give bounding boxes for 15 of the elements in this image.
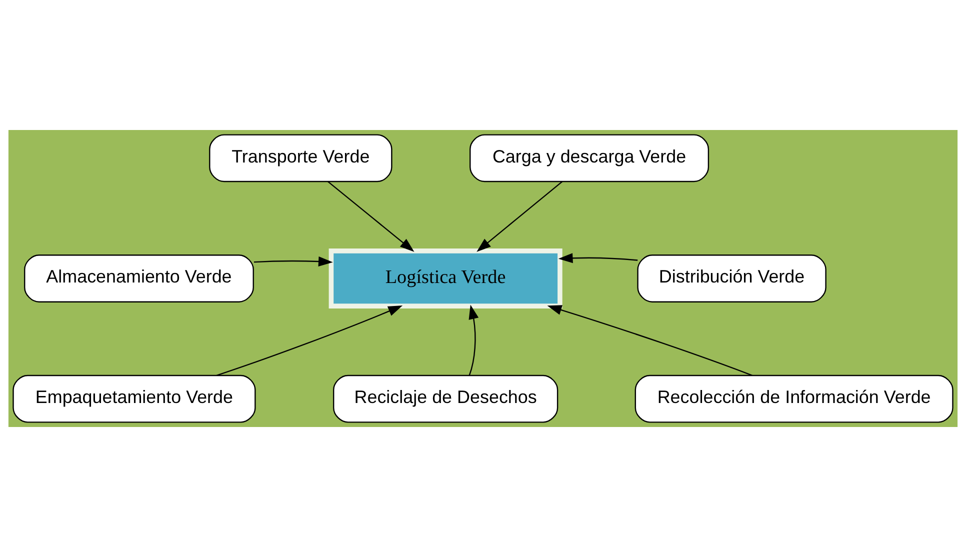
arrow (547, 305, 752, 376)
arrow (216, 305, 403, 376)
arrow (476, 181, 563, 252)
arrow (254, 256, 333, 267)
node-box: Almacenamiento Verde (24, 254, 254, 302)
node-box: Recolección de Información Verde (634, 374, 954, 423)
arrow (468, 304, 479, 376)
node-box: Carga y descarga Verde (470, 134, 710, 182)
node-box: Reciclaje de Desechos (333, 374, 558, 423)
arrow (328, 181, 414, 252)
arrow (558, 253, 638, 264)
node-box: Logística Verde (328, 248, 562, 308)
node-box: Empaquetamiento Verde (12, 374, 256, 423)
node-box: Transporte Verde (209, 134, 392, 182)
node-box: Distribución Verde (637, 254, 826, 302)
